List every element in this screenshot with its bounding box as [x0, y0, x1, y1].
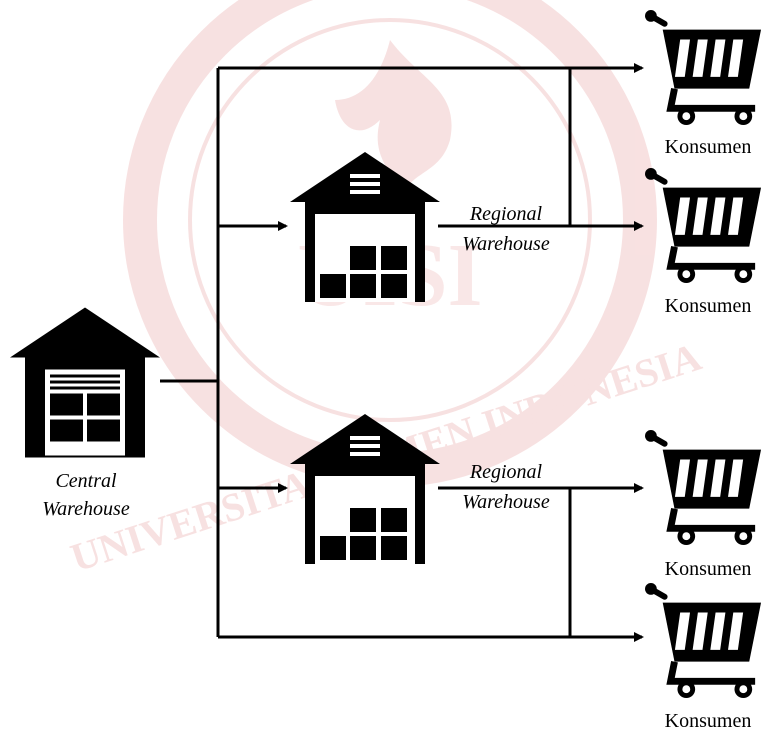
watermark-seal-inner — [188, 18, 592, 422]
consumer-1: Konsumen — [645, 10, 761, 158]
central-label-line1: Central — [55, 470, 117, 492]
shopping-cart-icon — [645, 168, 761, 283]
consumer-1-label: Konsumen — [665, 136, 752, 158]
shopping-cart-icon — [645, 10, 761, 125]
shopping-cart-icon — [645, 430, 761, 545]
regional-bottom-label-line1: Regional — [469, 461, 543, 483]
regional-top-label-line2: Warehouse — [462, 233, 550, 255]
shopping-cart-icon — [645, 583, 761, 698]
regional-warehouse-top: Regional Warehouse — [290, 152, 550, 302]
consumer-3-label: Konsumen — [665, 558, 752, 580]
consumer-2-label: Konsumen — [665, 295, 752, 317]
regional-top-label-line1: Regional — [469, 203, 543, 225]
central-warehouse: Central Warehouse — [10, 307, 160, 520]
regional-warehouse-bottom: Regional Warehouse — [290, 414, 550, 564]
consumer-4-label: Konsumen — [665, 710, 752, 731]
regional-bottom-label-line2: Warehouse — [462, 491, 550, 513]
consumer-2: Konsumen — [645, 168, 761, 317]
connectors — [160, 63, 644, 642]
consumer-3: Konsumen — [645, 430, 761, 580]
consumer-4: Konsumen — [645, 583, 761, 731]
central-label-line2: Warehouse — [42, 498, 130, 520]
watermark-flame-icon — [335, 40, 452, 200]
warehouse-icon — [10, 307, 160, 458]
